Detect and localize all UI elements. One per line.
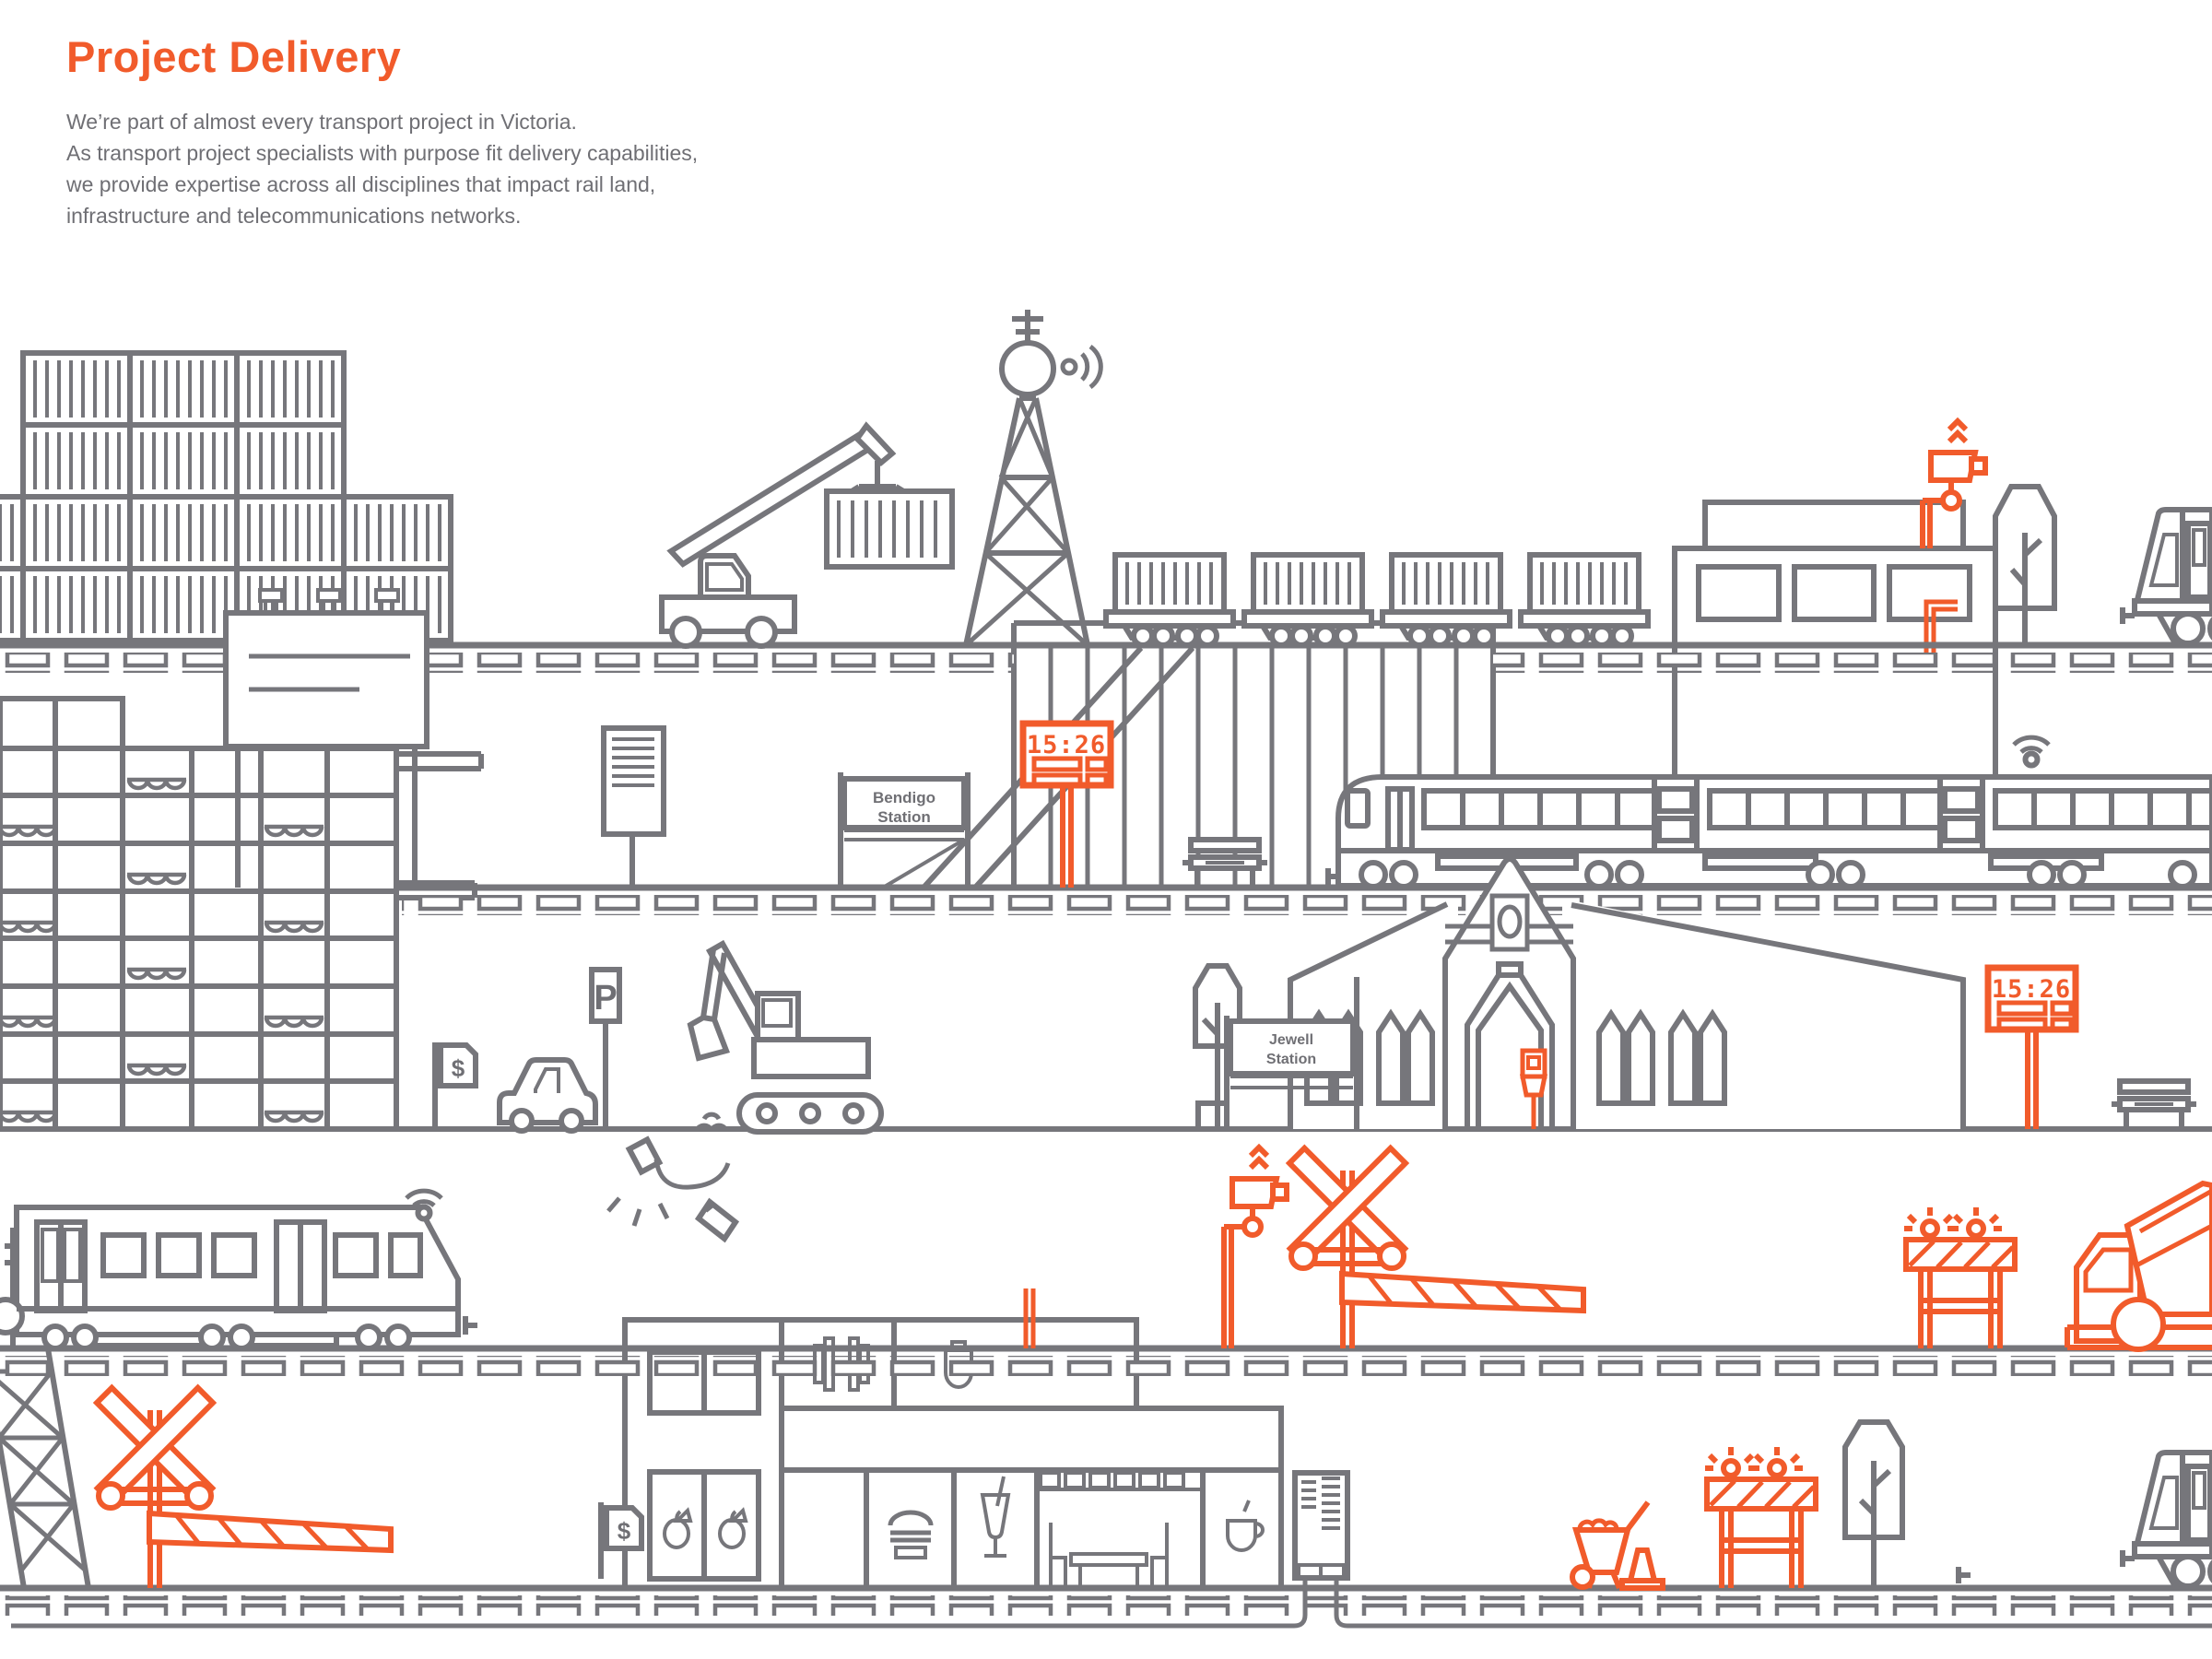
intro-line: As transport project specialists with pu…	[66, 141, 699, 165]
wifi-icon	[2014, 737, 2049, 765]
track-buffer-icon	[1325, 868, 1340, 885]
radio-tower-icon	[963, 310, 1103, 647]
intro-line: we provide expertise across all discipli…	[66, 172, 656, 196]
track-buffer-icon	[463, 1316, 477, 1335]
bendigo-station-sign: Bendigo Station	[838, 772, 971, 889]
connector-beams	[396, 751, 484, 900]
cctv-camera-icon	[1920, 421, 1985, 548]
underground-conduit-icon	[11, 1578, 2212, 1629]
bench-icon	[2112, 1081, 2196, 1129]
suburban-train	[0, 1191, 477, 1351]
intro-line: infrastructure and telecommunications ne…	[66, 204, 522, 228]
jewell-station-sign: Jewell Station	[1195, 977, 1359, 1129]
drink-glass-icon	[980, 1476, 1011, 1558]
signal-waves-icon	[1060, 344, 1103, 390]
clock-display: 15:26	[1027, 731, 1106, 759]
station-sign-label: Jewell	[1269, 1032, 1313, 1048]
equipment-cabinet-icon	[1292, 1470, 1350, 1581]
table-chairs-icon	[1049, 1523, 1169, 1588]
passenger-train	[1325, 737, 2212, 889]
freight-train	[1106, 555, 1648, 645]
apple-icon	[663, 1507, 693, 1549]
burger-icon	[888, 1510, 934, 1559]
wheelbarrow-icon	[1570, 1500, 1651, 1590]
tree-icon	[1993, 484, 2057, 645]
track-buffer-icon	[1956, 1567, 1971, 1583]
apple-icon	[718, 1507, 748, 1549]
price-flag-label: $	[452, 1054, 465, 1082]
page-header: Project Delivery We’re part of almost ev…	[66, 31, 698, 231]
platform-display-sign: 15:26	[1984, 964, 2079, 1129]
station-sign-label: Station	[1266, 1052, 1316, 1067]
bench-icon	[1182, 840, 1267, 888]
level-crossing-icon	[1289, 1148, 1583, 1348]
pylon-lattice-icon	[0, 1346, 91, 1589]
traffic-cone-icon	[1619, 1547, 1665, 1591]
cement-truck-icon	[2065, 1180, 2212, 1352]
car-park: $ P	[432, 967, 622, 1134]
orange-cable	[1023, 1288, 1036, 1348]
shipping-containers-icon	[0, 353, 451, 641]
excavator-icon	[687, 939, 884, 1135]
construction-barrier-icon	[1904, 1207, 2015, 1348]
car-icon	[497, 1057, 598, 1134]
cctv-camera-icon	[1221, 1147, 1287, 1348]
tree-icon	[1842, 1419, 1905, 1588]
parking-sign-label: P	[594, 979, 617, 1018]
construction-barrier-icon	[1705, 1447, 1816, 1588]
ticket-machine-icon	[1519, 1048, 1548, 1129]
station-sign-label: Station	[877, 808, 931, 826]
clock-display: 15:26	[1992, 975, 2071, 1004]
parking-sign-icon: P	[589, 967, 622, 1129]
locomotive-icon	[2123, 510, 2212, 643]
level-crossing-icon	[97, 1388, 391, 1588]
shop-price-flag: $	[598, 1502, 641, 1579]
billboard-icon	[223, 610, 429, 888]
station-sign-label: Bendigo	[873, 789, 935, 806]
intro-line: We’re part of almost every transport pro…	[66, 110, 577, 134]
page-title: Project Delivery	[66, 32, 402, 81]
intro-paragraph: We’re part of almost every transport pro…	[66, 106, 698, 231]
price-flag-label: $	[618, 1517, 631, 1545]
locomotive-icon	[2123, 1453, 2212, 1586]
equipment-cabinet-icon	[601, 725, 666, 888]
broken-cable-icon	[606, 1135, 740, 1243]
coffee-cup-icon	[1226, 1500, 1265, 1552]
platform-display-sign: 15:26	[1019, 720, 1114, 888]
crane-truck-icon	[659, 421, 955, 649]
